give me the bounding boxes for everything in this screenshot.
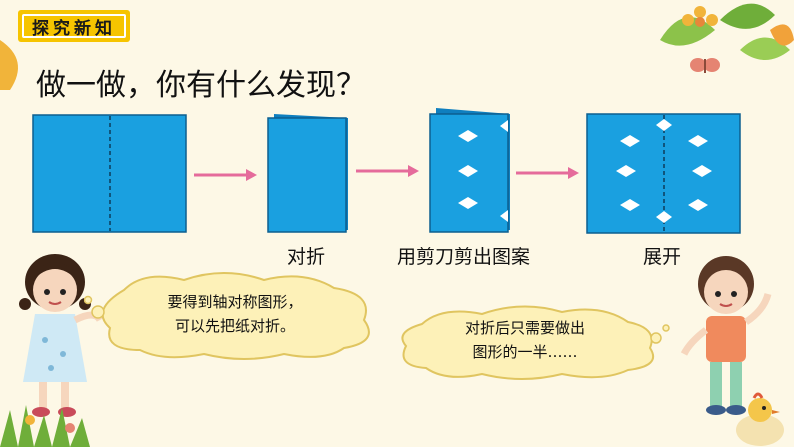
bubble-girl-line2: 可以先把纸对折。 bbox=[174, 317, 295, 335]
speech-bubble-boy bbox=[401, 305, 670, 380]
page-title: 做一做，你有什么发现？ bbox=[36, 68, 366, 103]
arrow-icon bbox=[356, 165, 419, 177]
section-tag-label: 探究新知 bbox=[22, 14, 126, 39]
unfolded-paper bbox=[586, 113, 741, 234]
arrow-icon bbox=[194, 169, 257, 181]
bubble-boy-line1: 对折后只需要做出 bbox=[464, 319, 585, 337]
bubble-girl-line1: 要得到轴对称图形， bbox=[167, 293, 303, 311]
girl-illustration bbox=[19, 254, 104, 417]
speech-bubble-girl bbox=[84, 272, 370, 360]
step-label-fold: 对折 bbox=[287, 246, 326, 268]
cut-paper bbox=[429, 108, 510, 233]
chick-decoration bbox=[736, 392, 784, 446]
paper-sheet bbox=[32, 114, 187, 233]
arrow-icon bbox=[516, 167, 579, 179]
bubble-boy-line2: 图形的一半…… bbox=[472, 343, 578, 361]
corner-leaf-decoration bbox=[0, 40, 18, 90]
section-tag: 探究新知 bbox=[18, 10, 130, 42]
grass-decoration bbox=[0, 405, 90, 447]
step-label-unfold: 展开 bbox=[643, 246, 682, 268]
leaf-decoration bbox=[660, 3, 794, 60]
bubble-girl-text: 要得到轴对称图形， 可以先把纸对折。 bbox=[130, 290, 340, 338]
bubble-boy-text: 对折后只需要做出 图形的一半…… bbox=[420, 316, 630, 364]
boy-illustration bbox=[680, 256, 772, 415]
step-label-cut: 用剪刀剪出图案 bbox=[397, 246, 531, 268]
folded-paper bbox=[267, 114, 348, 233]
butterfly-icon bbox=[690, 58, 720, 73]
